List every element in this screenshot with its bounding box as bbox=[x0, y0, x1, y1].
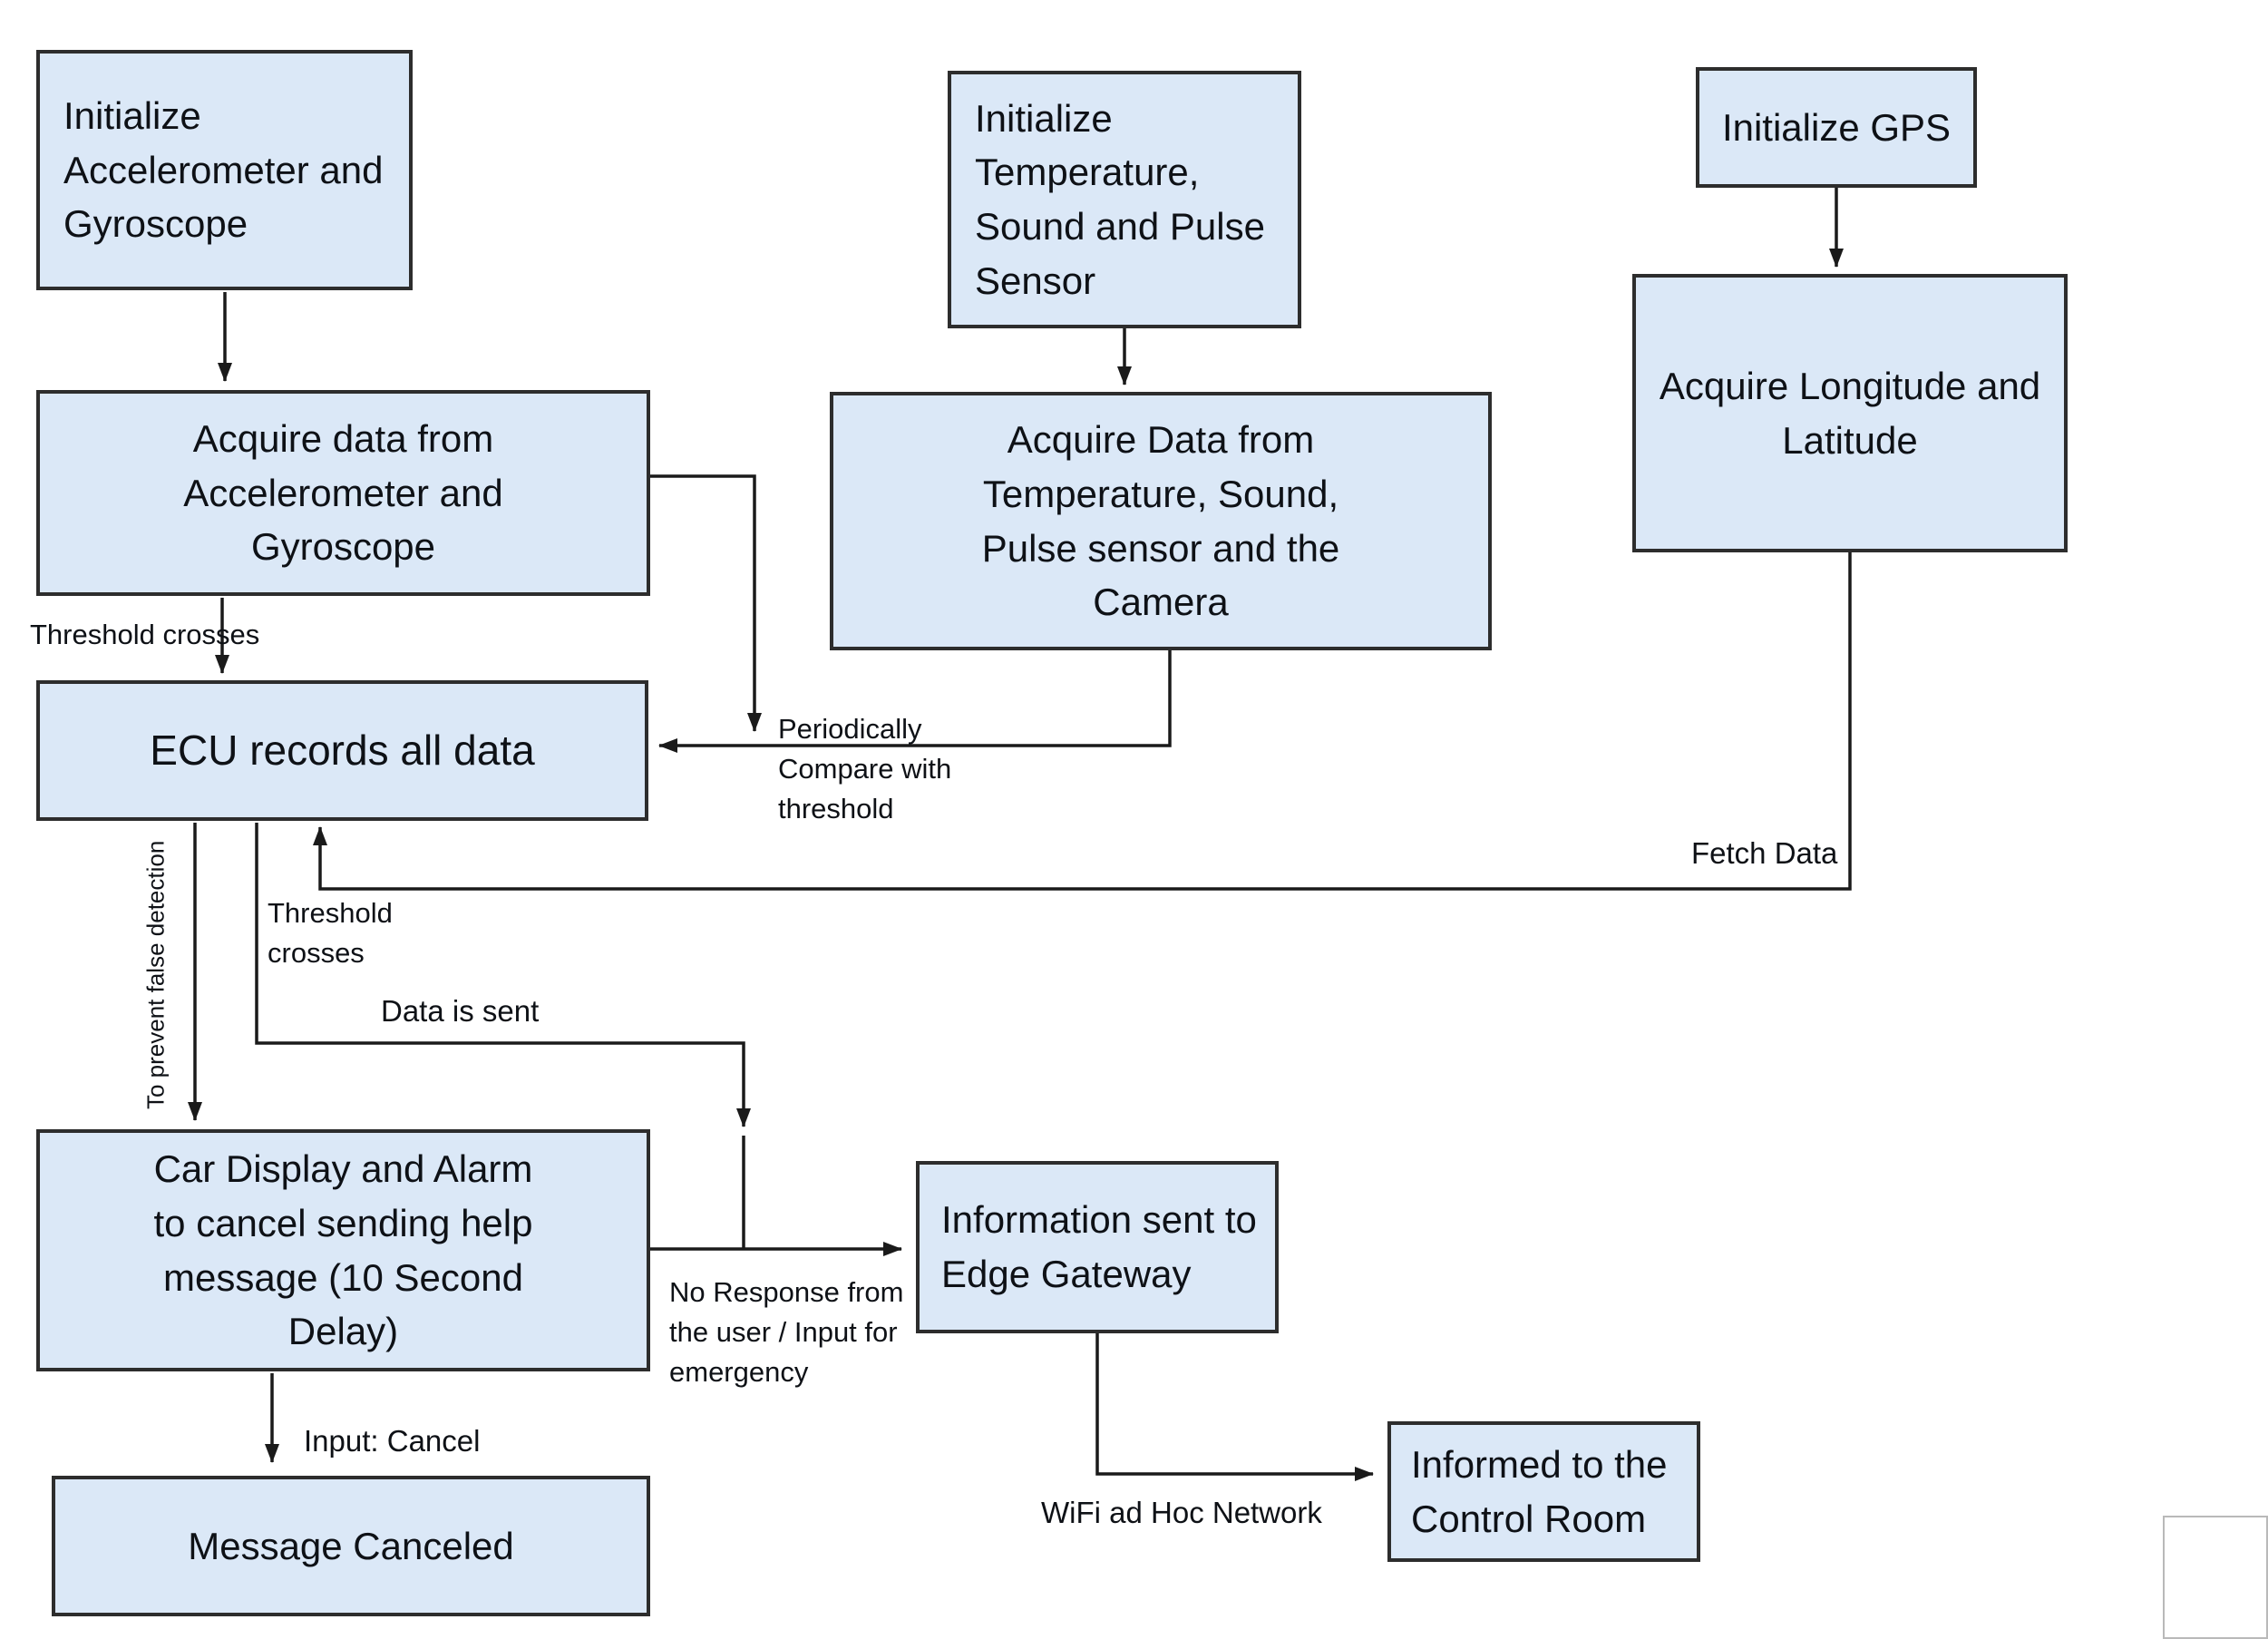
node-acquire-data-accelerometer-gyroscope: Acquire data from Accelerometer and Gyro… bbox=[36, 390, 650, 596]
edge-label-fetch-data: Fetch Data bbox=[1691, 836, 1838, 870]
edge-label-no-response: No Response from the user / Input for em… bbox=[669, 1276, 904, 1389]
node-initialize-temperature-sound-pulse: Initialize Temperature, Sound and Pulse … bbox=[948, 71, 1301, 328]
arrow-edge-gateway-to-control-room bbox=[1095, 1333, 1374, 1481]
node-informed-control-room: Informed to the Control Room bbox=[1387, 1421, 1700, 1562]
edge-label-input-cancel: Input: Cancel bbox=[304, 1424, 481, 1458]
node-car-display-alarm-cancel: Car Display and Alarm to cancel sending … bbox=[36, 1129, 650, 1371]
arrow-ecu-data-is-sent bbox=[255, 823, 751, 1127]
arrow-acquire-temp-to-ecu bbox=[658, 650, 1172, 753]
node-ecu-records-all-data: ECU records all data bbox=[36, 680, 648, 821]
node-acquire-data-temperature-sound-pulse-camera: Acquire Data from Temperature, Sound, Pu… bbox=[830, 392, 1492, 650]
node-initialize-gps: Initialize GPS bbox=[1696, 67, 1977, 188]
edge-label-to-prevent-false-detection: To prevent false detection bbox=[141, 840, 170, 1110]
node-information-sent-edge-gateway: Information sent to Edge Gateway bbox=[916, 1161, 1279, 1333]
node-initialize-accelerometer-gyroscope: Initialize Accelerometer and Gyroscope bbox=[36, 50, 413, 290]
edge-label-threshold-crosses-1: Threshold crosses bbox=[30, 619, 260, 650]
node-message-canceled: Message Canceled bbox=[52, 1476, 650, 1616]
arrow-acquire-gps-to-ecu-fetch-data bbox=[313, 552, 1852, 891]
corner-white-square bbox=[2163, 1516, 2268, 1639]
node-acquire-longitude-latitude: Acquire Longitude and Latitude bbox=[1632, 274, 2068, 552]
edge-label-threshold-crosses-2: Threshold crosses bbox=[268, 897, 393, 970]
edge-label-data-is-sent: Data is sent bbox=[381, 994, 540, 1028]
edge-label-wifi-ad-hoc-network: WiFi ad Hoc Network bbox=[1041, 1496, 1322, 1529]
edge-label-periodically-compare-threshold: Periodically Compare with threshold bbox=[778, 713, 952, 825]
arrow-acquire-accel-periodic-loop bbox=[648, 474, 762, 732]
